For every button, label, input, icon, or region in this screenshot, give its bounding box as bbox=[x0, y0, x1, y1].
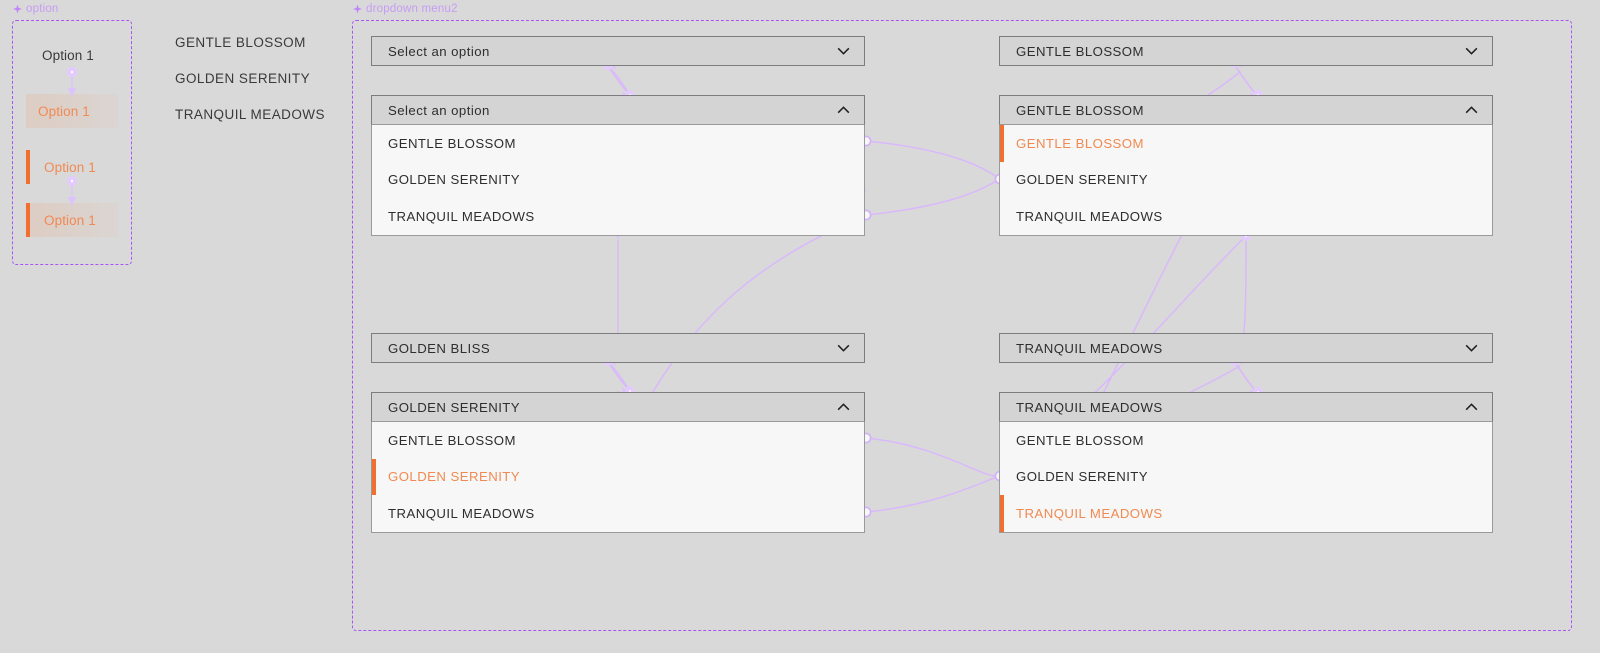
dropdown-value: GOLDEN BLISS bbox=[388, 340, 491, 356]
dropdown-option[interactable]: GOLDEN SERENITY bbox=[1000, 162, 1492, 199]
chevron-up-icon bbox=[1465, 403, 1478, 411]
chevron-up-icon bbox=[837, 106, 850, 114]
option-label: GOLDEN SERENITY bbox=[1016, 469, 1149, 485]
dropdown-option[interactable]: GENTLE BLOSSOM bbox=[1000, 422, 1492, 459]
frame-dropdown-menu2-label[interactable]: dropdown menu2 bbox=[353, 3, 458, 15]
chevron-down-icon bbox=[1465, 47, 1478, 55]
dropdown-trigger[interactable]: GENTLE BLOSSOM bbox=[999, 95, 1493, 125]
dropdown-value: GENTLE BLOSSOM bbox=[1016, 102, 1144, 118]
dropdown-option-list[interactable]: GENTLE BLOSSOM GOLDEN SERENITY TRANQUIL … bbox=[371, 125, 865, 236]
dropdown-bottom-right-collapsed[interactable]: TRANQUIL MEADOWS bbox=[999, 333, 1493, 363]
dropdown-top-right-collapsed[interactable]: GENTLE BLOSSOM bbox=[999, 36, 1493, 66]
frame-option[interactable]: option bbox=[12, 3, 132, 265]
dropdown-value: GENTLE BLOSSOM bbox=[1016, 43, 1144, 59]
list-item: GOLDEN SERENITY bbox=[175, 71, 311, 86]
dropdown-option[interactable]: TRANQUIL MEADOWS bbox=[1000, 198, 1492, 235]
dropdown-option[interactable]: GOLDEN SERENITY bbox=[1000, 459, 1492, 496]
dropdown-option[interactable]: TRANQUIL MEADOWS bbox=[372, 495, 864, 532]
option-label: GOLDEN SERENITY bbox=[388, 469, 521, 485]
dropdown-trigger[interactable]: GOLDEN SERENITY bbox=[371, 392, 865, 422]
option-state-selected[interactable]: Option 1 bbox=[26, 150, 118, 184]
dropdown-option[interactable]: GENTLE BLOSSOM bbox=[372, 422, 864, 459]
dropdown-option-list[interactable]: GENTLE BLOSSOM GOLDEN SERENITY TRANQUIL … bbox=[999, 125, 1493, 236]
dropdown-trigger[interactable]: GOLDEN BLISS bbox=[371, 333, 865, 363]
dropdown-option-list[interactable]: GENTLE BLOSSOM GOLDEN SERENITY TRANQUIL … bbox=[999, 422, 1493, 533]
option-state-default[interactable]: Option 1 bbox=[30, 38, 112, 72]
option-label: GENTLE BLOSSOM bbox=[1016, 432, 1144, 448]
dropdown-value: TRANQUIL MEADOWS bbox=[1016, 399, 1163, 415]
dropdown-option[interactable]: TRANQUIL MEADOWS bbox=[372, 198, 864, 235]
frame-dropdown-menu2[interactable]: dropdown menu2 bbox=[352, 3, 1572, 631]
dropdown-option-list[interactable]: GENTLE BLOSSOM GOLDEN SERENITY TRANQUIL … bbox=[371, 422, 865, 533]
dropdown-value: Select an option bbox=[388, 43, 490, 59]
dropdown-trigger[interactable]: Select an option bbox=[371, 95, 865, 125]
dropdown-option-selected[interactable]: TRANQUIL MEADOWS bbox=[1000, 495, 1492, 532]
dropdown-top-left-collapsed[interactable]: Select an option bbox=[371, 36, 865, 66]
option-state-hover[interactable]: Option 1 bbox=[26, 94, 118, 128]
dropdown-value: GOLDEN SERENITY bbox=[388, 399, 521, 415]
component-diamond-icon bbox=[353, 4, 362, 14]
dropdown-option[interactable]: GENTLE BLOSSOM bbox=[372, 125, 864, 162]
dropdown-top-left-expanded[interactable]: Select an option GENTLE BLOSSOM GOLDEN S… bbox=[371, 95, 865, 236]
option-label: GOLDEN SERENITY bbox=[1016, 172, 1149, 188]
frame-label-text: option bbox=[26, 3, 59, 15]
dropdown-bottom-right-expanded[interactable]: TRANQUIL MEADOWS GENTLE BLOSSOM GOLDEN S… bbox=[999, 392, 1493, 533]
dropdown-option-selected[interactable]: GENTLE BLOSSOM bbox=[1000, 125, 1492, 162]
dropdown-trigger[interactable]: Select an option bbox=[371, 36, 865, 66]
component-diamond-icon bbox=[13, 4, 22, 14]
option-label: TRANQUIL MEADOWS bbox=[388, 208, 535, 224]
frame-label-text: dropdown menu2 bbox=[366, 3, 458, 15]
option-label: Option 1 bbox=[38, 103, 90, 119]
dropdown-bottom-left-collapsed[interactable]: GOLDEN BLISS bbox=[371, 333, 865, 363]
option-label: Option 1 bbox=[42, 47, 94, 63]
option-label: TRANQUIL MEADOWS bbox=[1016, 208, 1163, 224]
option-label: Option 1 bbox=[44, 159, 96, 175]
dropdown-bottom-left-expanded[interactable]: GOLDEN SERENITY GENTLE BLOSSOM GOLDEN SE… bbox=[371, 392, 865, 533]
option-label: GOLDEN SERENITY bbox=[388, 172, 521, 188]
option-label: GENTLE BLOSSOM bbox=[1016, 135, 1144, 151]
dropdown-option[interactable]: GOLDEN SERENITY bbox=[372, 162, 864, 199]
option-label: Option 1 bbox=[44, 212, 96, 228]
option-label: GENTLE BLOSSOM bbox=[388, 432, 516, 448]
chevron-down-icon bbox=[837, 344, 850, 352]
list-item: GENTLE BLOSSOM bbox=[175, 35, 306, 50]
dropdown-trigger[interactable]: TRANQUIL MEADOWS bbox=[999, 333, 1493, 363]
chevron-up-icon bbox=[1465, 106, 1478, 114]
dropdown-top-right-expanded[interactable]: GENTLE BLOSSOM GENTLE BLOSSOM GOLDEN SER… bbox=[999, 95, 1493, 236]
list-item: TRANQUIL MEADOWS bbox=[175, 107, 325, 122]
option-label: TRANQUIL MEADOWS bbox=[388, 505, 535, 521]
dropdown-trigger[interactable]: GENTLE BLOSSOM bbox=[999, 36, 1493, 66]
dropdown-value: TRANQUIL MEADOWS bbox=[1016, 340, 1163, 356]
dropdown-value: Select an option bbox=[388, 102, 490, 118]
chevron-up-icon bbox=[837, 403, 850, 411]
option-state-selected-hover[interactable]: Option 1 bbox=[26, 203, 118, 237]
chevron-down-icon bbox=[837, 47, 850, 55]
option-label: GENTLE BLOSSOM bbox=[388, 135, 516, 151]
chevron-down-icon bbox=[1465, 344, 1478, 352]
option-label: TRANQUIL MEADOWS bbox=[1016, 505, 1163, 521]
frame-option-label[interactable]: option bbox=[13, 3, 59, 15]
dropdown-trigger[interactable]: TRANQUIL MEADOWS bbox=[999, 392, 1493, 422]
option-label-list: GENTLE BLOSSOM GOLDEN SERENITY TRANQUIL … bbox=[175, 25, 325, 133]
dropdown-option-selected[interactable]: GOLDEN SERENITY bbox=[372, 458, 864, 495]
